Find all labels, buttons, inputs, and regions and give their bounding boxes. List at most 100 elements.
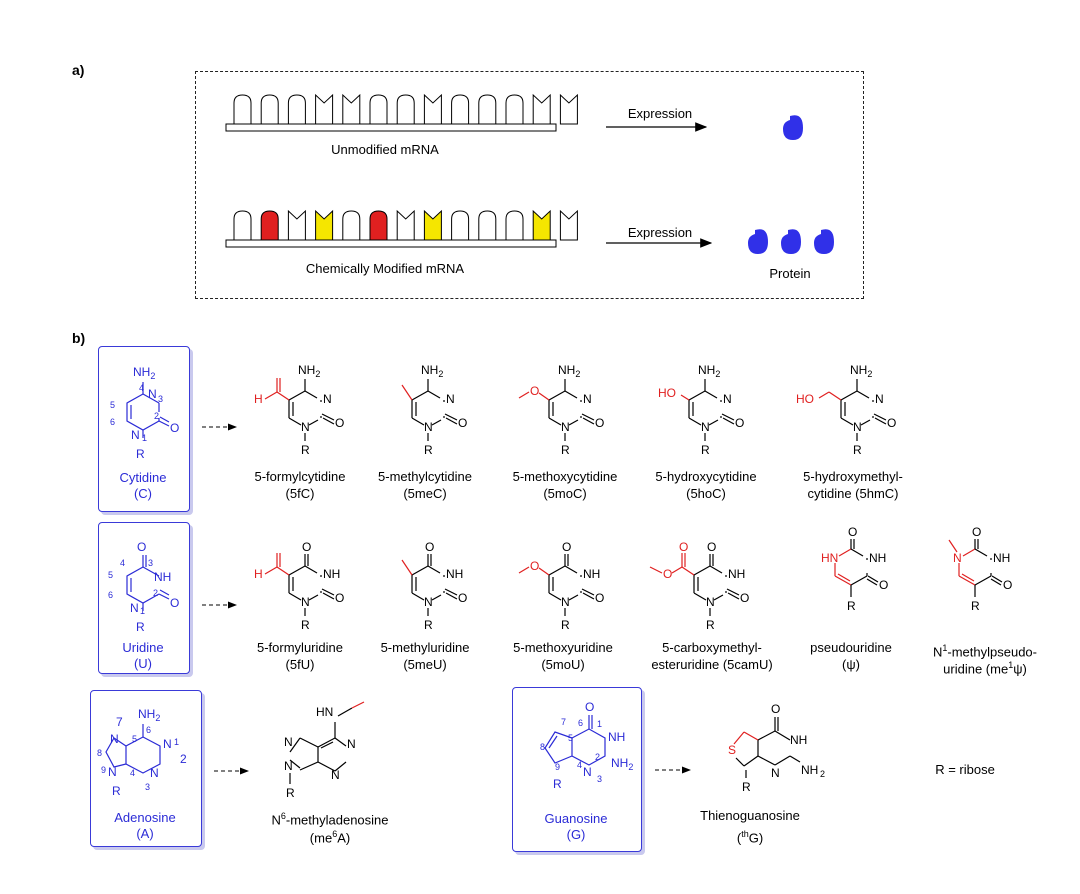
svg-text:2: 2 — [153, 588, 158, 598]
svg-text:R: R — [561, 618, 570, 632]
svg-text:N: N — [301, 420, 310, 434]
svg-text:1: 1 — [597, 719, 602, 729]
svg-text:R: R — [301, 443, 310, 457]
expression-label-2: Expression — [627, 225, 693, 240]
svg-text:N: N — [424, 420, 433, 434]
svg-text:5: 5 — [132, 734, 137, 744]
svg-text:NH: NH — [728, 567, 745, 581]
svg-text:N: N — [284, 759, 293, 773]
adenosine-structure — [105, 724, 161, 774]
svg-text:HO: HO — [658, 386, 676, 400]
svg-text:O: O — [530, 384, 539, 398]
svg-text:O: O — [735, 416, 744, 430]
c-mod-name: 5-hydroxycytidine — [655, 469, 757, 484]
c-mod-name: 5-hydroxymethyl- — [803, 469, 903, 484]
svg-text:7: 7 — [561, 717, 566, 727]
adenosine-box — [90, 690, 202, 847]
svg-text:O: O — [335, 591, 344, 605]
svg-text:O: O — [585, 700, 594, 714]
c-mod-abbr: (5moC) — [543, 486, 587, 501]
a-mod-line1: N6-methyladenosine — [271, 811, 389, 828]
svg-text:N: N — [148, 387, 157, 401]
nucleotide — [423, 93, 442, 125]
svg-text:N: N — [723, 392, 732, 406]
guanosine-box — [512, 687, 642, 852]
svg-text:3: 3 — [597, 774, 602, 784]
svg-text:1: 1 — [140, 606, 145, 616]
svg-text:NH: NH — [869, 551, 886, 565]
svg-text:NH2: NH2 — [698, 363, 720, 379]
svg-text:R: R — [971, 599, 980, 613]
svg-text:R: R — [424, 618, 433, 632]
nucleotide — [559, 209, 578, 241]
svg-text:S: S — [728, 743, 736, 757]
u-mod-abbr: (5fU) — [285, 657, 315, 672]
nucleotide — [342, 93, 361, 125]
svg-text:H: H — [254, 392, 263, 406]
svg-text:R: R — [136, 620, 145, 634]
svg-text:6: 6 — [108, 590, 113, 600]
svg-text:N: N — [446, 392, 455, 406]
svg-text:O: O — [458, 416, 467, 430]
protein-icon — [814, 229, 834, 254]
svg-text:R: R — [847, 599, 856, 613]
svg-text:O: O — [595, 416, 604, 430]
nucleotide — [451, 94, 470, 125]
protein-icon — [748, 229, 768, 254]
uridine-abbr: (U) — [134, 656, 152, 671]
svg-text:N: N — [131, 428, 140, 442]
svg-text:HO: HO — [796, 392, 814, 406]
svg-text:NH: NH — [790, 733, 807, 747]
svg-text:O: O — [707, 540, 716, 554]
svg-text:7: 7 — [116, 715, 123, 729]
svg-text:NH: NH — [801, 763, 818, 777]
cytidine-name: Cytidine — [120, 470, 167, 485]
svg-text:NH: NH — [608, 730, 625, 744]
svg-text:N: N — [771, 766, 780, 780]
nucleotide — [423, 209, 442, 241]
guanosine-name: Guanosine — [545, 811, 608, 826]
svg-text:6: 6 — [110, 417, 115, 427]
c-mod-name: 5-methylcytidine — [378, 469, 472, 484]
nucleotide — [369, 210, 388, 241]
svg-text:HN: HN — [316, 705, 333, 719]
svg-text:O: O — [679, 540, 688, 554]
cytidine-structure — [126, 382, 170, 438]
u-mod-abbr: (ψ) — [842, 657, 860, 672]
nucleotide — [505, 210, 524, 241]
svg-text:NH2: NH2 — [850, 363, 872, 379]
svg-text:9: 9 — [555, 762, 560, 772]
svg-text:N: N — [108, 765, 117, 779]
svg-text:N: N — [953, 551, 962, 565]
nucleotide — [260, 94, 279, 125]
nucleotide — [478, 210, 497, 241]
svg-text:N: N — [561, 595, 570, 609]
nucleotide — [369, 94, 388, 125]
svg-text:R: R — [301, 618, 310, 632]
svg-text:N: N — [323, 392, 332, 406]
svg-text:9: 9 — [101, 765, 106, 775]
svg-text:HN: HN — [821, 551, 838, 565]
svg-text:N: N — [347, 737, 356, 751]
svg-text:O: O — [302, 540, 311, 554]
svg-text:2: 2 — [820, 769, 825, 779]
svg-text:2: 2 — [180, 752, 187, 766]
svg-text:N: N — [853, 420, 862, 434]
cytidine-abbr: (C) — [134, 486, 152, 501]
svg-text:N: N — [875, 392, 884, 406]
nucleotide — [505, 94, 524, 125]
svg-text:R: R — [742, 780, 751, 794]
svg-text:N: N — [331, 768, 340, 782]
modified-mrna-label: Chemically Modified mRNA — [305, 261, 465, 276]
svg-text:R: R — [136, 447, 145, 461]
c-mod-abbr: cytidine (5hmC) — [807, 486, 899, 501]
svg-text:NH2: NH2 — [421, 363, 443, 379]
